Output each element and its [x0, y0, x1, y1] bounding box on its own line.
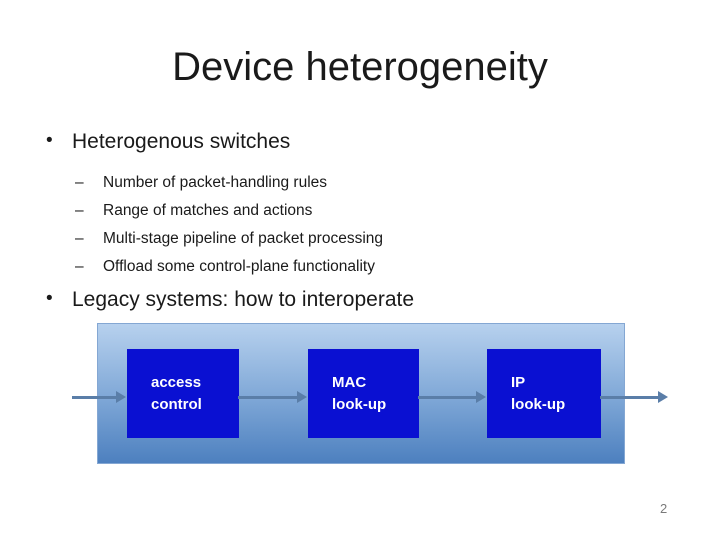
sub-bullet-item: – Range of matches and actions	[75, 197, 383, 225]
bullet-icon: •	[46, 130, 53, 151]
box-label-line: control	[151, 395, 202, 413]
arrow-shaft	[600, 396, 659, 399]
dash-icon: –	[75, 174, 84, 191]
dash-icon: –	[75, 258, 84, 275]
sub-bullet-list: – Number of packet-handling rules – Rang…	[75, 169, 383, 281]
arrow-shaft	[72, 396, 117, 399]
box-label-line: look-up	[332, 395, 387, 413]
arrow-shaft	[418, 396, 477, 399]
flow-arrow-in	[72, 391, 126, 403]
sub-bullet-item: – Number of packet-handling rules	[75, 169, 383, 197]
bullet-icon: •	[46, 288, 53, 309]
box-label-line: look-up	[511, 395, 566, 413]
arrowhead-icon	[658, 391, 668, 403]
sub-bullet-label: Number of packet-handling rules	[103, 174, 328, 191]
box-label-line: access	[151, 373, 202, 391]
arrow-shaft	[238, 396, 298, 399]
sub-bullet-item: – Multi-stage pipeline of packet process…	[75, 225, 383, 253]
flow-arrow-mac-to-ip	[418, 391, 486, 403]
sub-bullet-label: Multi-stage pipeline of packet processin…	[103, 230, 384, 247]
flow-arrow-out	[600, 391, 668, 403]
pipeline-box-ip-lookup: IP look-up	[487, 349, 601, 438]
flow-arrow-access-to-mac	[238, 391, 307, 403]
page-number: 2	[660, 501, 668, 516]
page-title: Device heterogeneity	[172, 45, 548, 89]
arrowhead-icon	[116, 391, 126, 403]
sub-bullet-item: – Offload some control-plane functionali…	[75, 253, 383, 281]
bullet-item-heterogenous-switches: • Heterogenous switches	[46, 129, 290, 155]
bullet-item-legacy-systems: • Legacy systems: how to interoperate	[46, 287, 414, 313]
bullet-label: Legacy systems: how to interoperate	[72, 288, 415, 311]
dash-icon: –	[75, 230, 84, 247]
pipeline-box-access-control: access control	[127, 349, 239, 438]
arrowhead-icon	[297, 391, 307, 403]
arrowhead-icon	[476, 391, 486, 403]
bullet-label: Heterogenous switches	[72, 130, 291, 153]
pipeline-box-mac-lookup: MAC look-up	[308, 349, 419, 438]
pipeline-diagram: access control MAC look-up IP look-up	[97, 323, 625, 464]
box-label-line: MAC	[332, 373, 367, 391]
sub-bullet-label: Range of matches and actions	[103, 202, 313, 219]
sub-bullet-label: Offload some control-plane functionality	[103, 258, 375, 275]
box-label-line: IP	[511, 373, 526, 391]
dash-icon: –	[75, 202, 84, 219]
